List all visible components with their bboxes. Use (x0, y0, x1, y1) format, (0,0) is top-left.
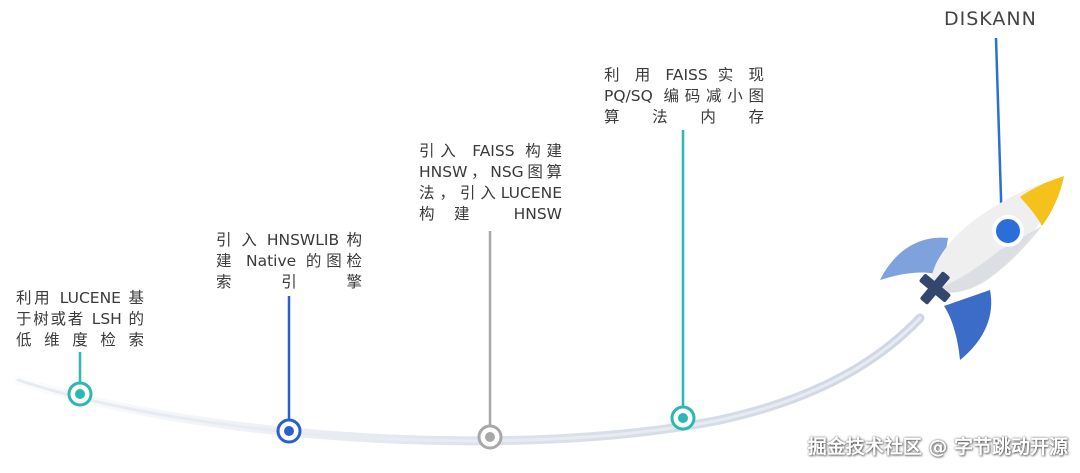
milestone-label-1: 利用 LUCENE 基 于树或者 LSH 的 低维度检索 (16, 289, 144, 349)
timeline-trail-inner (16, 316, 922, 443)
timeline-trail (13, 313, 925, 446)
rocket-exhaust (920, 271, 950, 305)
watermark: 掘金技术社区 @ 字节跳动开源 (807, 436, 1068, 458)
milestone-node (670, 405, 696, 431)
rocket-nose (1020, 176, 1064, 226)
connector-line (994, 37, 1004, 231)
milestone-label-2: 引 入 HNSWLIB 构 建 Native 的图检 索引擎 (216, 231, 362, 291)
milestone-label-3: 引入 FAISS 构建 HNSW，NSG图算 法，引入LUCENE 构建 HNS… (419, 142, 562, 223)
rocket-fin-left (880, 237, 948, 280)
rocket-fin-bottom (944, 290, 992, 360)
milestone-node (477, 424, 503, 450)
diskann-label: DISKANN (944, 8, 1037, 30)
milestone-label-4: 利 用 FAISS 实 现 PQ/SQ 编码减小图 算法内存 (604, 66, 764, 126)
milestone-node (276, 418, 302, 444)
milestone-node (67, 381, 93, 407)
rocket-window (996, 219, 1020, 243)
rocket-icon (880, 176, 1064, 360)
